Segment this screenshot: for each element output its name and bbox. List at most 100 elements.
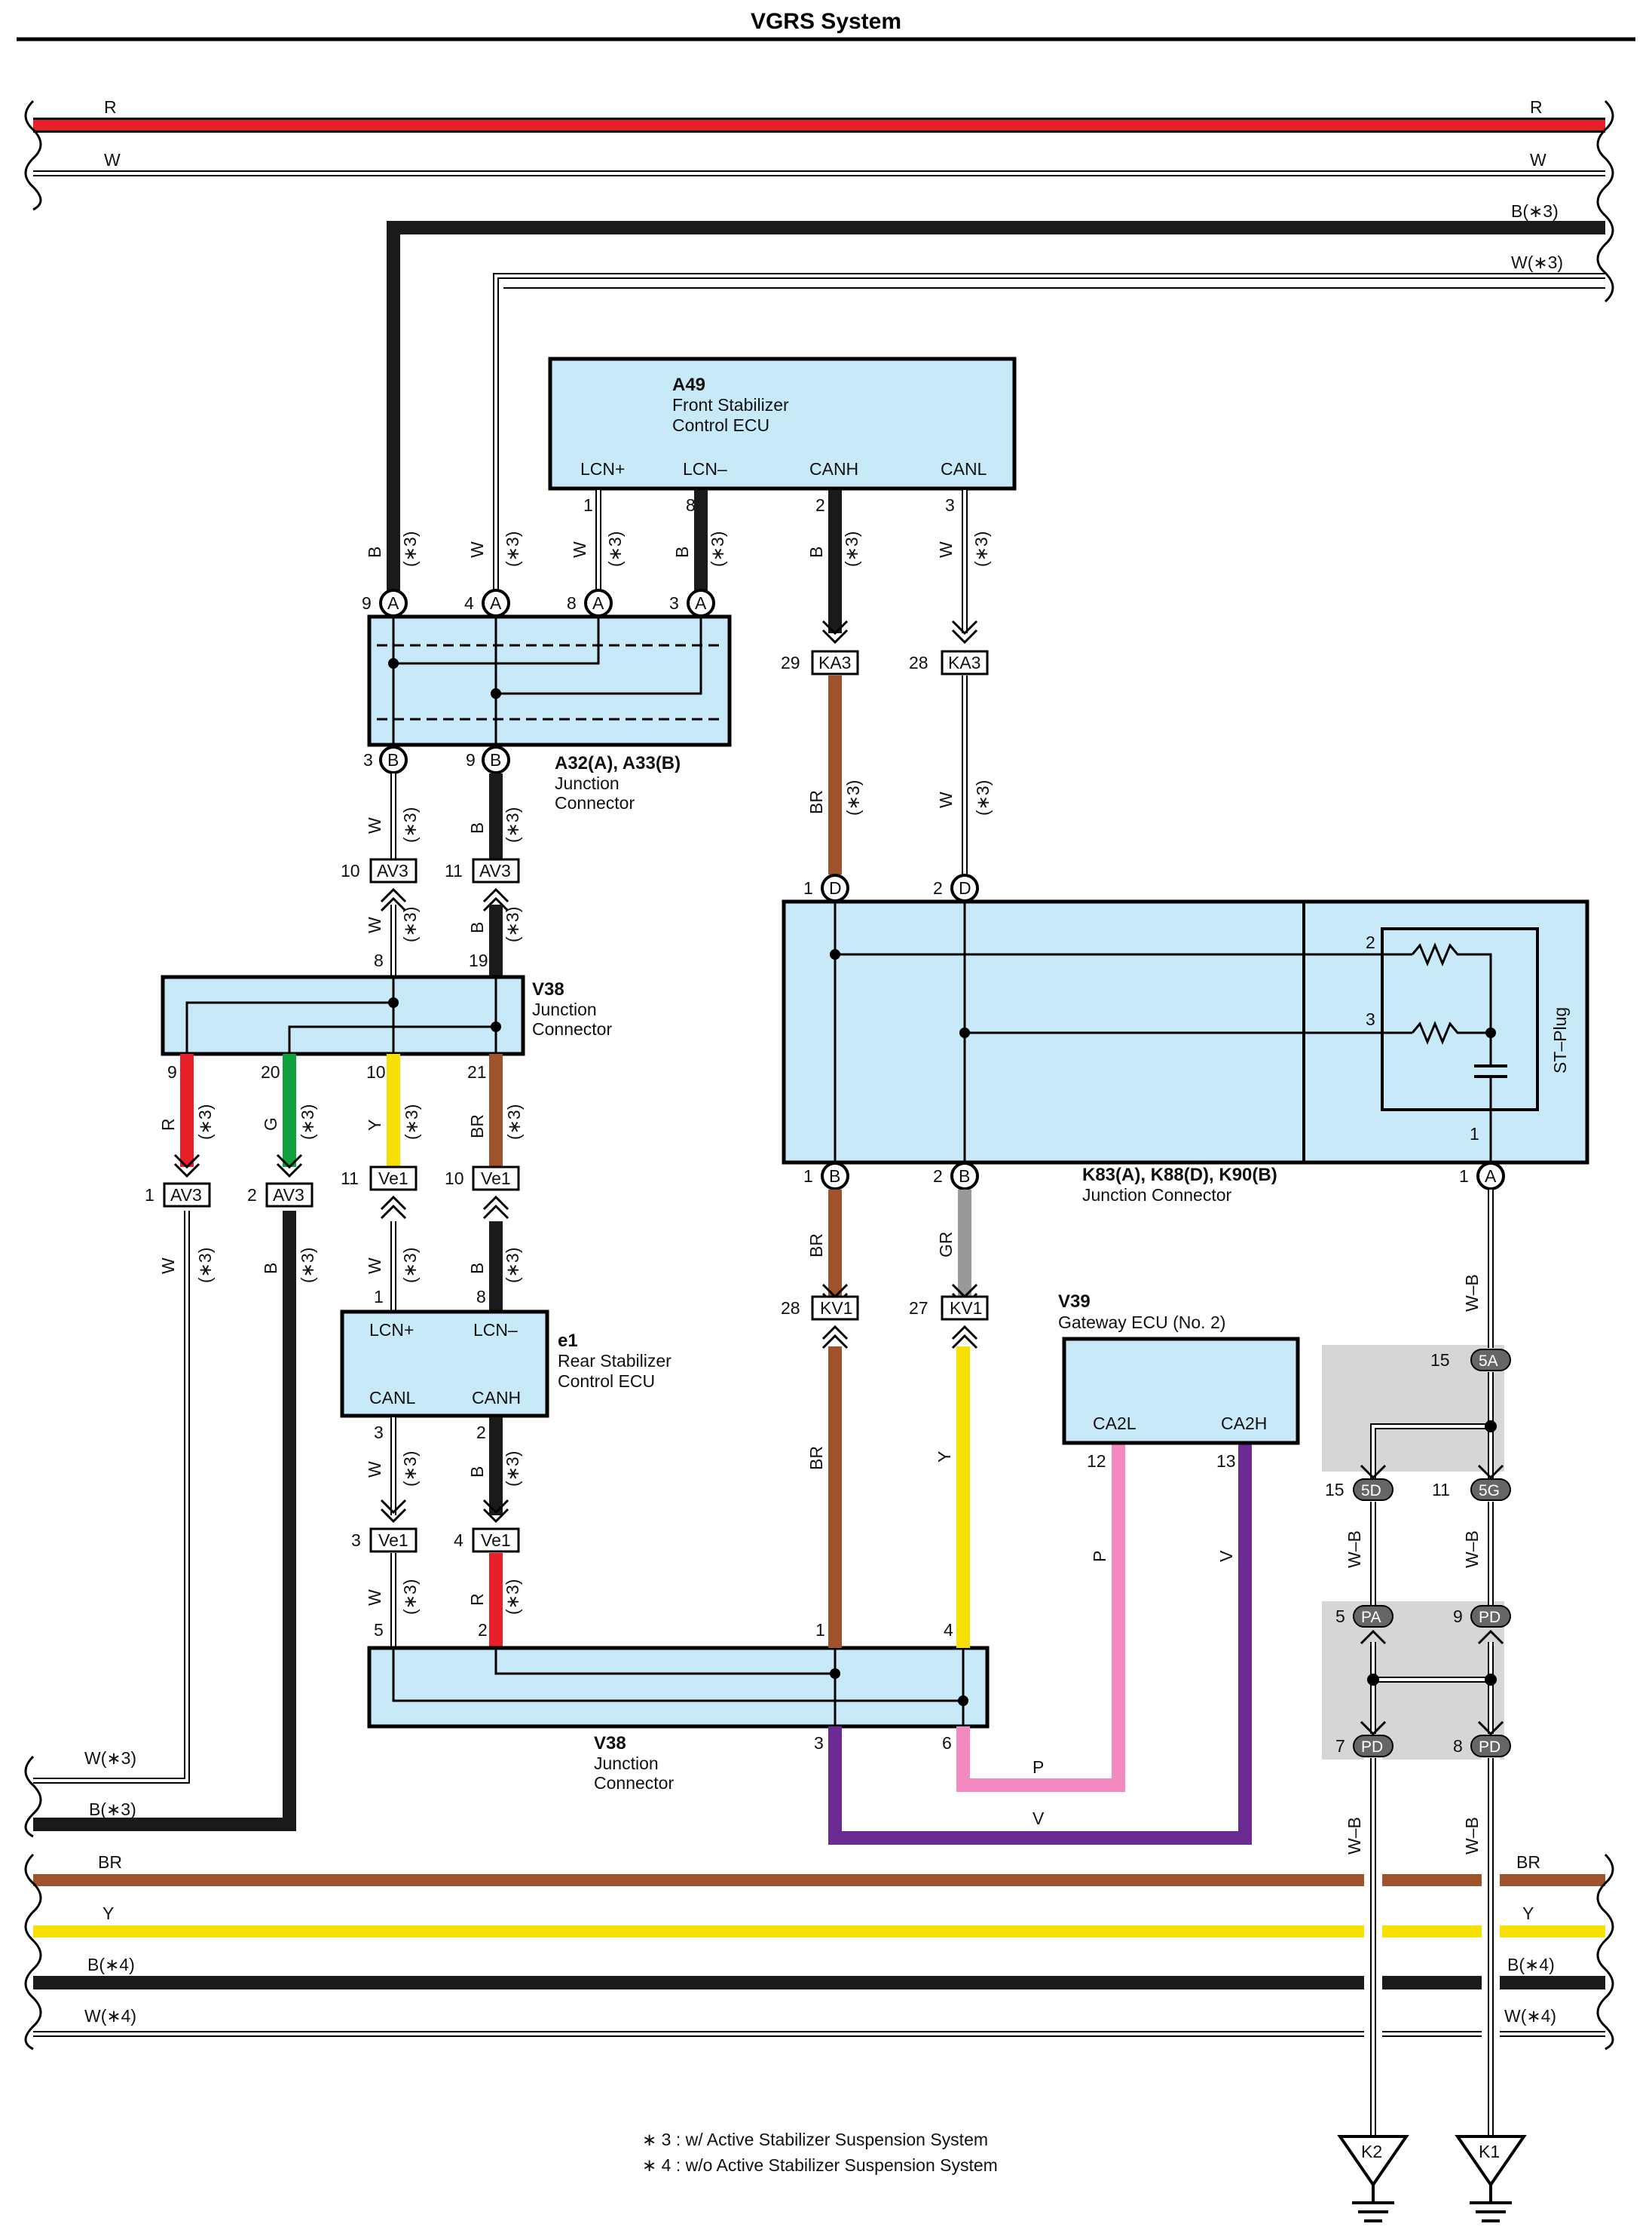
svg-text:AV3: AV3 bbox=[273, 1185, 304, 1205]
svg-text:KV1: KV1 bbox=[820, 1298, 852, 1318]
e1-pin-lcn-plus: LCN+ bbox=[369, 1320, 414, 1340]
svg-text:KA3: KA3 bbox=[948, 653, 980, 672]
kv1-connector-28 bbox=[811, 1295, 859, 1321]
svg-text:PD: PD bbox=[1361, 1738, 1383, 1756]
svg-text:12: 12 bbox=[1087, 1451, 1106, 1471]
v38-upper-code: V38 bbox=[532, 979, 564, 1000]
e1-pin-lcn-minus: LCN– bbox=[473, 1320, 518, 1340]
a49-pin-num-1: 1 bbox=[583, 495, 593, 515]
wire-b3-left bbox=[33, 1211, 296, 1831]
svg-text:Y: Y bbox=[1522, 1904, 1534, 1923]
connector-5g: 5G 11 bbox=[1432, 1478, 1511, 1501]
svg-text:5: 5 bbox=[374, 1620, 384, 1640]
svg-text:V: V bbox=[1216, 1550, 1236, 1562]
svg-text:R: R bbox=[158, 1118, 178, 1131]
svg-text:W–B: W–B bbox=[1345, 1817, 1364, 1855]
svg-text:19: 19 bbox=[469, 951, 488, 970]
svg-text:A: A bbox=[490, 593, 502, 613]
svg-text:W: W bbox=[158, 1257, 178, 1274]
svg-text:Y: Y bbox=[365, 1120, 384, 1131]
svg-text:3: 3 bbox=[1366, 1009, 1375, 1029]
svg-text:B: B bbox=[467, 922, 487, 933]
connector-5a: 5A 15 bbox=[1430, 1349, 1511, 1371]
svg-text:8: 8 bbox=[1453, 1736, 1463, 1756]
a49-pin-num-8: 8 bbox=[686, 495, 696, 515]
bus-b3-wire bbox=[387, 221, 1605, 603]
st-plug-label: ST–Plug bbox=[1550, 1007, 1570, 1074]
av3-connector-2 bbox=[265, 1182, 314, 1208]
av3-pin-11: 11 bbox=[445, 861, 463, 881]
svg-text:(∗3): (∗3) bbox=[503, 531, 522, 567]
v38-lower-name1: Junction bbox=[594, 1754, 659, 1773]
av3-connector-10 bbox=[369, 858, 418, 884]
svg-text:Y: Y bbox=[935, 1451, 954, 1463]
svg-text:9: 9 bbox=[466, 750, 476, 770]
a49-code: A49 bbox=[672, 375, 705, 395]
wire-w3-left bbox=[33, 1211, 188, 1782]
a49-box bbox=[548, 357, 1017, 491]
svg-text:BR: BR bbox=[98, 1852, 122, 1872]
svg-text:B: B bbox=[672, 547, 692, 558]
svg-text:29: 29 bbox=[781, 653, 800, 672]
left-b3-label: B(∗3) bbox=[89, 1799, 136, 1819]
v38-lower-code: V38 bbox=[594, 1733, 626, 1754]
k83-name1: Junction Connector bbox=[1082, 1185, 1232, 1205]
svg-text:4: 4 bbox=[454, 1530, 463, 1550]
svg-text:PD: PD bbox=[1479, 1738, 1501, 1756]
ground-k2: K2 bbox=[1337, 2135, 1409, 2222]
svg-text:AV3: AV3 bbox=[170, 1185, 202, 1205]
svg-text:B: B bbox=[806, 547, 826, 558]
v39-pin-ca2h: CA2H bbox=[1221, 1414, 1267, 1433]
svg-text:(∗3): (∗3) bbox=[842, 531, 861, 567]
svg-text:Ve1: Ve1 bbox=[378, 1530, 408, 1550]
a32-bottom-rings: B B 3 9 bbox=[363, 746, 510, 774]
a32-box bbox=[367, 614, 732, 747]
svg-text:3: 3 bbox=[374, 1423, 384, 1442]
svg-text:W: W bbox=[936, 541, 956, 558]
a49-name1: Front Stabilizer bbox=[672, 395, 789, 415]
svg-text:2: 2 bbox=[1366, 933, 1375, 952]
svg-text:(∗3): (∗3) bbox=[503, 1451, 522, 1487]
a49-name2: Control ECU bbox=[672, 415, 769, 435]
svg-text:(∗3): (∗3) bbox=[503, 1579, 522, 1615]
svg-text:R: R bbox=[467, 1593, 487, 1606]
connector-5d: 5D 15 bbox=[1325, 1478, 1393, 1501]
a49-pin-num-2: 2 bbox=[815, 495, 825, 515]
bus-w3-wire bbox=[494, 274, 1605, 603]
svg-text:(∗3): (∗3) bbox=[402, 1104, 421, 1140]
svg-text:3: 3 bbox=[363, 750, 373, 770]
svg-text:(∗3): (∗3) bbox=[298, 1104, 317, 1140]
svg-text:A: A bbox=[1485, 1166, 1497, 1186]
e1-pin-canl: CANL bbox=[369, 1388, 416, 1407]
break-markers-bottom bbox=[24, 1853, 1614, 2051]
ve1-connector-11 bbox=[369, 1165, 418, 1191]
bus-b3-label-right: B(∗3) bbox=[1511, 201, 1559, 221]
svg-text:11: 11 bbox=[341, 1169, 359, 1188]
svg-text:(∗3): (∗3) bbox=[400, 1248, 420, 1283]
v38-lower-box bbox=[367, 1646, 990, 1729]
svg-text:B: B bbox=[467, 822, 487, 834]
ve1-connector-4 bbox=[472, 1527, 520, 1553]
connector-pd-top: PD 9 bbox=[1453, 1605, 1511, 1628]
svg-text:2: 2 bbox=[476, 1423, 486, 1442]
svg-text:(∗3): (∗3) bbox=[503, 807, 522, 843]
svg-text:KV1: KV1 bbox=[950, 1298, 982, 1318]
svg-text:3: 3 bbox=[814, 1733, 824, 1753]
bus-w-label-right: W bbox=[1530, 150, 1546, 170]
svg-text:13: 13 bbox=[1216, 1451, 1236, 1471]
av3-connector-1 bbox=[163, 1182, 211, 1208]
svg-text:B(∗4): B(∗4) bbox=[87, 1955, 135, 1974]
svg-text:2: 2 bbox=[247, 1185, 257, 1205]
svg-text:9: 9 bbox=[167, 1062, 177, 1082]
svg-text:W: W bbox=[365, 917, 384, 933]
svg-text:9: 9 bbox=[362, 593, 372, 613]
svg-text:W–B: W–B bbox=[1462, 1274, 1482, 1312]
ve1-connector-3 bbox=[369, 1527, 418, 1553]
svg-text:(∗3): (∗3) bbox=[298, 1248, 317, 1283]
ve1-connector-10 bbox=[472, 1165, 520, 1191]
svg-text:8: 8 bbox=[476, 1287, 486, 1306]
svg-text:B(∗4): B(∗4) bbox=[1507, 1955, 1555, 1974]
svg-text:PA: PA bbox=[1361, 1609, 1381, 1626]
svg-text:P: P bbox=[1090, 1551, 1109, 1562]
svg-text:4: 4 bbox=[464, 593, 474, 613]
